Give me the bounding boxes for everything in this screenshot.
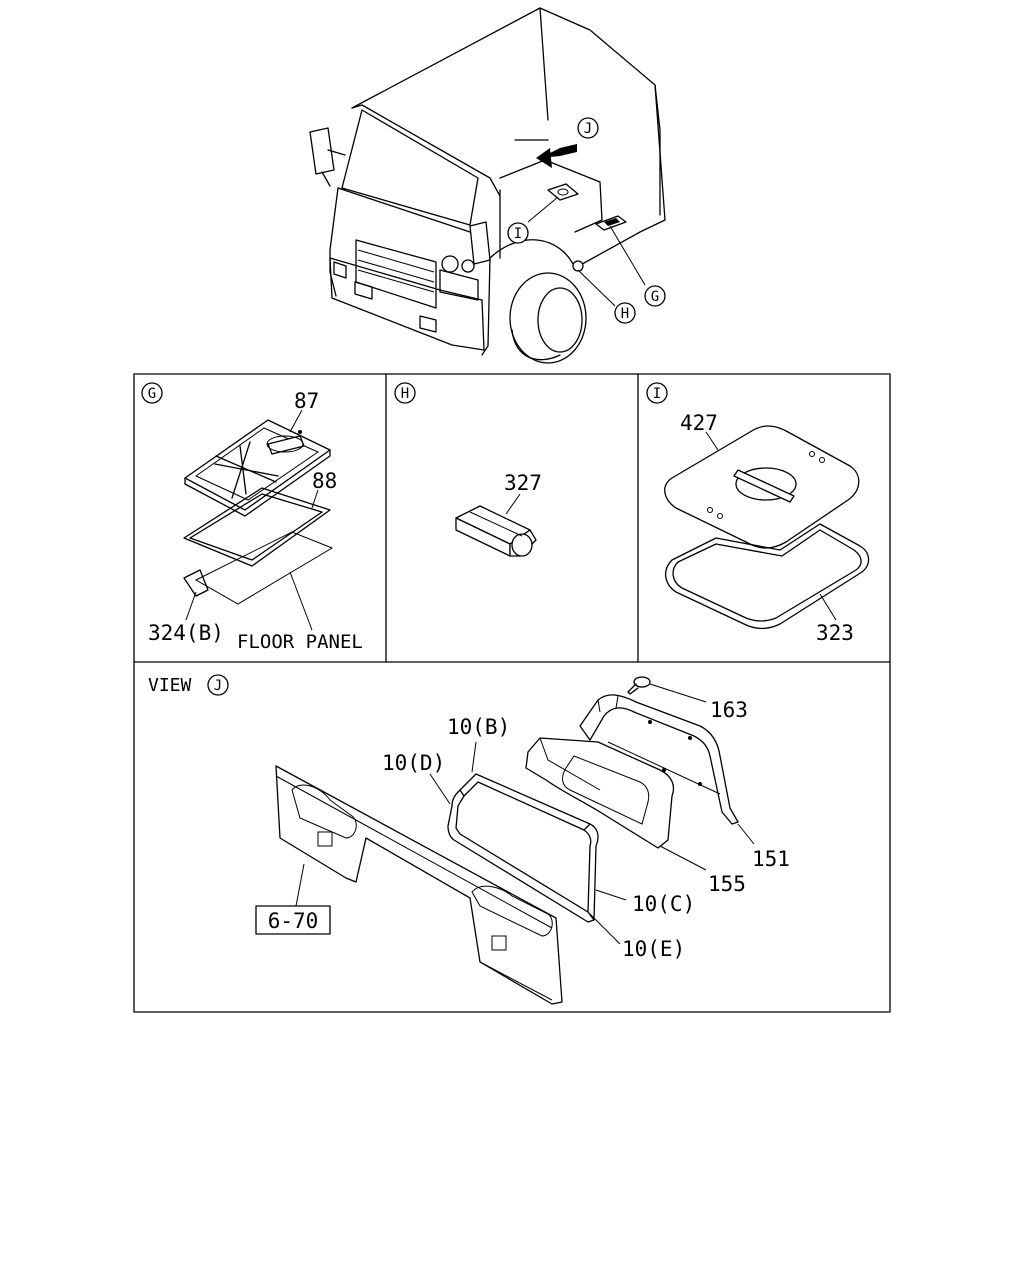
panel-g: G 87 88 324(B) FLOOR PANE <box>141 382 363 653</box>
label-10b: 10(B) <box>447 715 510 739</box>
panel-i: I 427 323 <box>646 382 870 645</box>
callout-g-letter: G <box>651 289 659 305</box>
part-163-screw <box>627 676 707 703</box>
part-87-lid <box>184 419 331 517</box>
panel-g-marker: G <box>141 382 163 404</box>
callout-g: G <box>644 285 666 307</box>
part-427-cover <box>664 425 860 549</box>
part-327-clip <box>455 505 537 557</box>
label-151: 151 <box>752 847 790 871</box>
back-panel-6-70 <box>275 765 563 1005</box>
callout-i-letter: I <box>514 226 522 242</box>
part-88-gasket <box>183 487 331 567</box>
label-10e: 10(E) <box>622 937 685 961</box>
label-floor-panel: FLOOR PANEL <box>237 631 363 653</box>
part-323-seal <box>665 523 870 630</box>
label-10c: 10(C) <box>632 892 695 916</box>
label-324b: 324(B) <box>148 621 224 645</box>
panel-i-marker: I <box>646 382 668 404</box>
floor-panel-shape <box>183 531 334 605</box>
callout-j-letter: J <box>584 121 592 137</box>
reference-box-6-70: 6-70 <box>255 905 331 935</box>
label-ref-6-70: 6-70 <box>268 909 319 933</box>
callout-h: H <box>614 302 636 324</box>
panel-g-letter: G <box>148 386 156 402</box>
panel-j-letter: J <box>214 678 222 694</box>
label-327: 327 <box>504 471 542 495</box>
detail-frame <box>133 373 891 1013</box>
truck-overview: J I G H <box>309 7 666 364</box>
panel-h-letter: H <box>401 386 409 402</box>
part-151-bracket <box>579 694 739 825</box>
label-163: 163 <box>710 698 748 722</box>
panel-j-marker: J <box>207 674 229 696</box>
label-87: 87 <box>294 389 319 413</box>
seal-strips-10 <box>447 773 599 923</box>
part-155-trim <box>525 737 675 849</box>
panel-view-j: VIEW J <box>148 674 790 1005</box>
label-427: 427 <box>680 411 718 435</box>
panel-h-marker: H <box>394 382 416 404</box>
label-88: 88 <box>312 469 337 493</box>
label-155: 155 <box>708 872 746 896</box>
panel-h: H 327 <box>394 382 542 557</box>
callout-j: J <box>577 117 599 139</box>
callout-h-letter: H <box>621 306 629 322</box>
panel-i-letter: I <box>653 386 661 402</box>
label-10d: 10(D) <box>382 751 445 775</box>
label-323: 323 <box>816 621 854 645</box>
view-j-prefix: VIEW <box>148 675 192 696</box>
callout-i: I <box>507 222 529 244</box>
